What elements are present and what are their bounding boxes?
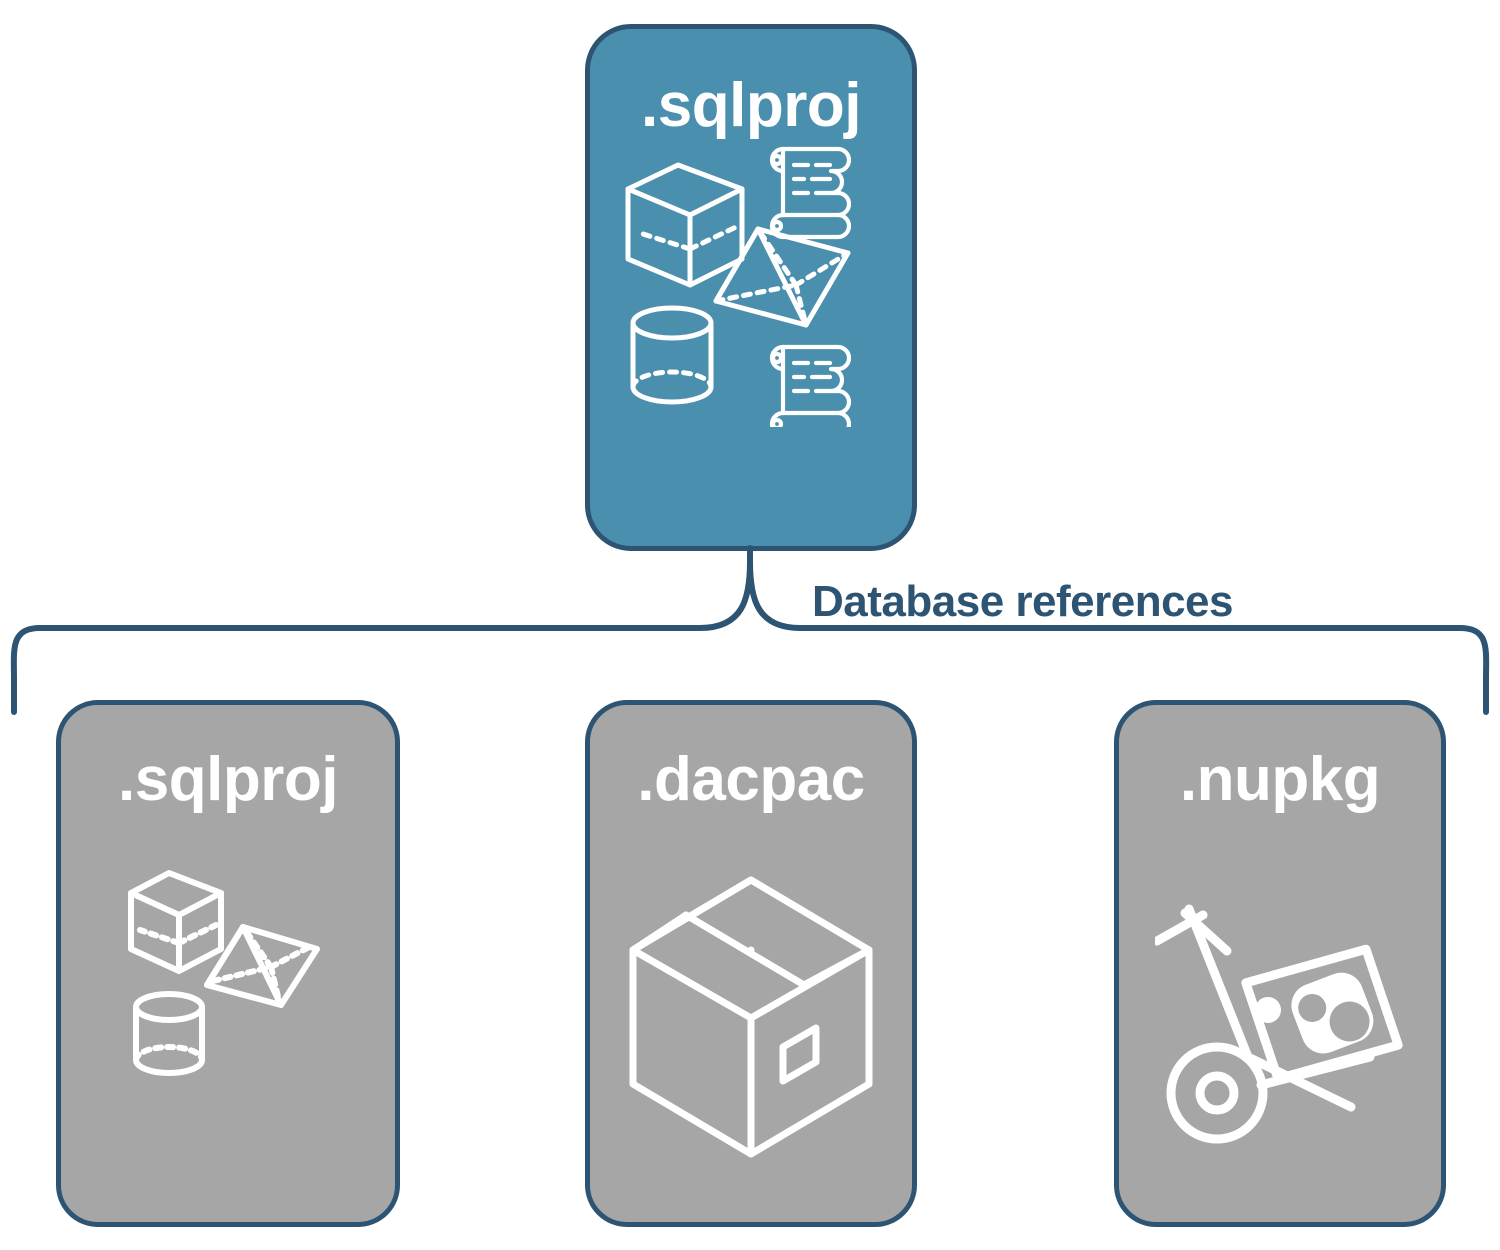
database-objects-icon xyxy=(625,146,852,427)
wireframe-pyramid-icon xyxy=(203,923,320,1008)
node-target-nupkg[interactable]: .nupkg xyxy=(1114,700,1446,1227)
nuget-logo-cutouts xyxy=(1298,993,1370,1042)
node-source-sqlproj-icon-group xyxy=(590,137,912,547)
shipping-box-icon xyxy=(629,876,873,1157)
wireframe-cylinder-icon xyxy=(132,990,205,1076)
node-target-sqlproj-icon-group xyxy=(61,811,395,1222)
database-references-connector xyxy=(0,540,1500,720)
curly-brace-icon xyxy=(10,545,1490,715)
script-scroll-icon xyxy=(769,344,852,427)
wireframe-cube-icon xyxy=(127,869,224,974)
connector-label-database-references: Database references xyxy=(812,577,1233,626)
wireframe-cube-icon xyxy=(625,162,745,288)
nuget-package-icon xyxy=(1241,944,1403,1084)
node-target-sqlproj[interactable]: .sqlproj xyxy=(56,700,400,1227)
wireframe-cylinder-icon xyxy=(630,305,714,405)
wireframe-pyramid-icon xyxy=(713,226,851,328)
database-objects-icon xyxy=(127,869,320,1076)
node-target-dacpac-label: .dacpac xyxy=(637,745,865,814)
node-source-sqlproj[interactable]: .sqlproj xyxy=(585,24,917,551)
node-target-dacpac[interactable]: .dacpac xyxy=(585,700,917,1227)
node-target-nupkg-label: .nupkg xyxy=(1179,745,1381,814)
node-target-dacpac-icon-group xyxy=(590,811,912,1222)
node-target-sqlproj-label: .sqlproj xyxy=(118,745,338,814)
hand-truck-icon xyxy=(1155,904,1403,1144)
node-target-nupkg-icon-group xyxy=(1119,811,1441,1222)
node-source-sqlproj-label: .sqlproj xyxy=(641,71,861,140)
script-scroll-icon xyxy=(769,146,852,240)
